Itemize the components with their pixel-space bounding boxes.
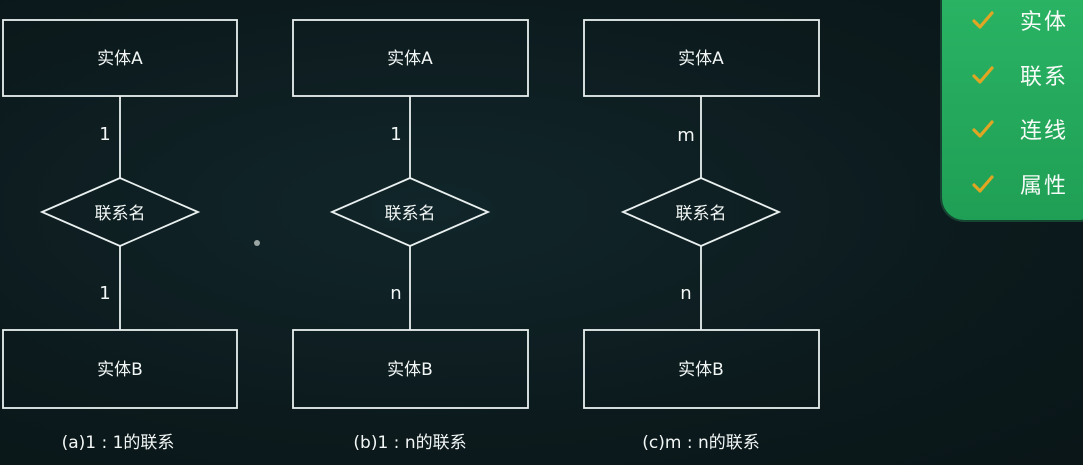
diagram-b-relationship-label: 联系名 bbox=[385, 204, 436, 224]
diagram-c-relationship-label: 联系名 bbox=[676, 204, 727, 224]
diagram-b: 实体A 1 联系名 n 实体B (b)1 : n的联系 bbox=[292, 19, 529, 453]
legend-item-label: 属性 bbox=[1020, 174, 1069, 199]
diagram-c-bottom-entity-label: 实体B bbox=[678, 360, 724, 380]
legend-item-connector: 连线 bbox=[972, 113, 1068, 145]
diagram-b-bottom-cardinality: n bbox=[390, 283, 401, 304]
diagram-c-top-cardinality: m bbox=[677, 125, 695, 146]
diagram-c-caption: (c)m : n的联系 bbox=[642, 433, 759, 453]
diagram-c-bottom-cardinality: n bbox=[680, 283, 691, 304]
diagram-a-caption: (a)1 : 1的联系 bbox=[62, 433, 175, 453]
diagram-a-top-entity-label: 实体A bbox=[97, 49, 143, 69]
check-icon bbox=[972, 120, 994, 138]
check-icon bbox=[972, 175, 994, 193]
diagram-b-relationship-diamond bbox=[329, 177, 491, 247]
diagram-a-top-cardinality: 1 bbox=[99, 124, 110, 145]
cursor-dot bbox=[254, 240, 260, 246]
diagram-c-relationship-diamond bbox=[620, 177, 782, 247]
diagram-a-relationship-label: 联系名 bbox=[95, 204, 146, 224]
diagram-a-bottom-entity-label: 实体B bbox=[97, 360, 143, 380]
diagram-b-top-entity-label: 实体A bbox=[387, 49, 433, 69]
diagram-c-bottom-entity-box bbox=[583, 329, 820, 409]
legend-item-attribute: 属性 bbox=[972, 168, 1068, 200]
legend-item-relationship: 联系 bbox=[972, 59, 1068, 91]
diagram-a-bottom-cardinality: 1 bbox=[99, 283, 110, 304]
diagram-b-caption: (b)1 : n的联系 bbox=[353, 433, 466, 453]
check-icon bbox=[972, 11, 994, 29]
diagram-b-bottom-entity-label: 实体B bbox=[387, 360, 433, 380]
diagram-b-bottom-entity-box bbox=[292, 329, 529, 409]
diagram-a: 实体A 1 联系名 1 实体B (a)1 : 1的联系 bbox=[2, 19, 238, 453]
check-icon bbox=[972, 66, 994, 84]
diagram-a-relationship-diamond bbox=[39, 177, 201, 247]
legend-item-label: 联系 bbox=[1020, 65, 1069, 90]
diagram-a-bottom-entity-box bbox=[2, 329, 238, 409]
legend-item-label: 实体 bbox=[1020, 10, 1069, 35]
legend-panel: 实体 联系 连线 属性 bbox=[942, 0, 1083, 220]
legend-item-entity: 实体 bbox=[972, 4, 1068, 36]
diagram-c-top-entity-label: 实体A bbox=[678, 49, 724, 69]
diagram-c: 实体A m 联系名 n 实体B (c)m : n的联系 bbox=[583, 19, 820, 453]
legend-item-label: 连线 bbox=[1020, 119, 1069, 144]
diagram-b-top-cardinality: 1 bbox=[390, 124, 401, 145]
